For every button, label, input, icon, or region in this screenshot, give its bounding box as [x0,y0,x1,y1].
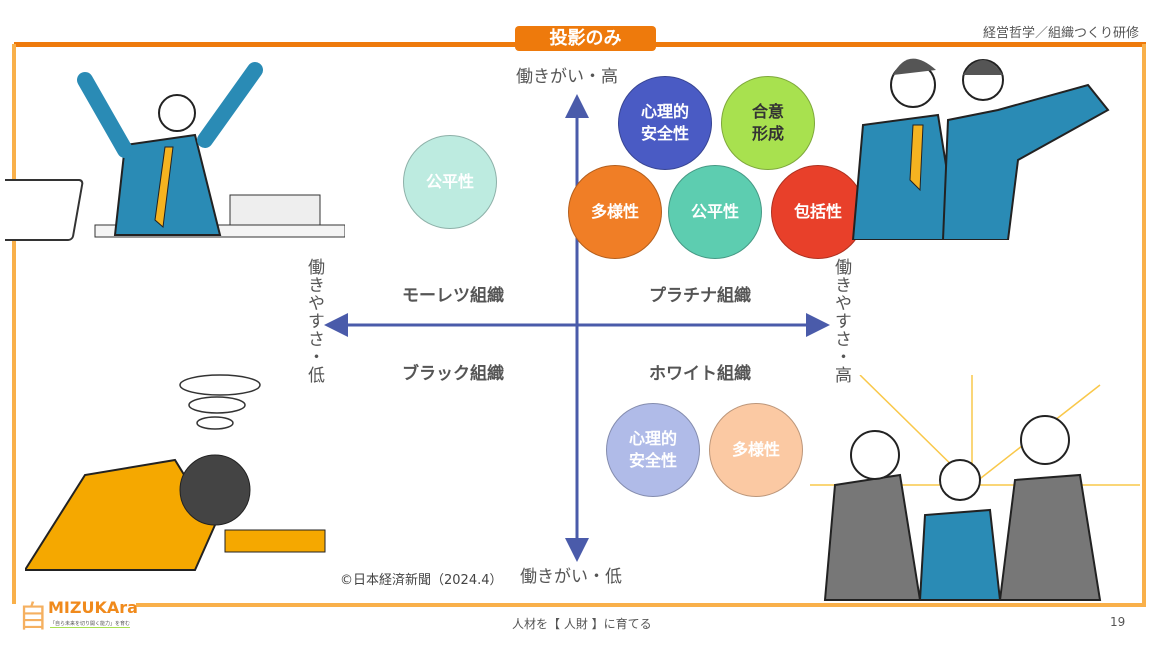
left-rule [12,44,16,604]
course-title: 経営哲学／組織つくり研修 [982,26,1139,41]
circle-equity-faint: 公平性 [403,135,497,229]
circle-inclusion: 包括性 [771,165,865,259]
bottom-rule [136,603,1146,607]
circle-equity: 公平性 [668,165,762,259]
projection-only-tag: 投影のみ [515,26,656,51]
quadrant-bottom-right: ホワイト組織 [649,364,751,384]
logo-subtitle: 「自ら未来を切り開く能力」を育む [50,621,131,628]
source-credit: ©日本経済新聞（2024.4） [340,573,503,588]
logo-name: MIZUKAra [48,598,138,617]
exhausted-worker-illustration [25,374,326,571]
team-fist-bump-illustration [810,375,1140,601]
pointing-team-illustration [851,58,1110,240]
circle-consensus: 合意 形成 [721,76,815,170]
logo-mark: 自 [18,600,48,635]
quadrant-bottom-left: ブラック組織 [402,364,504,384]
page-number: 19 [1110,615,1126,629]
celebrating-worker-illustration [5,62,345,241]
axis-right-label: 働きやすさ・高 [831,258,851,384]
right-rule [1142,44,1146,606]
circle-diversity-faint: 多様性 [709,403,803,497]
footer-tagline: 人材を【 人財 】に育てる [512,617,652,631]
circle-psych-safety-faint: 心理的 安全性 [606,403,700,497]
quadrant-top-left: モーレツ組織 [402,286,504,306]
circle-psych-safety: 心理的 安全性 [618,76,712,170]
axis-left-label: 働きやすさ・低 [304,258,324,384]
quadrant-top-right: プラチナ組織 [649,286,751,306]
circle-diversity: 多様性 [568,165,662,259]
mizukara-logo: 自 MIZUKAra 「自ら未来を切り開く能力」を育む [14,592,138,642]
axis-top-label: 働きがい・高 [516,67,618,87]
axis-bottom-label: 働きがい・低 [520,567,622,587]
